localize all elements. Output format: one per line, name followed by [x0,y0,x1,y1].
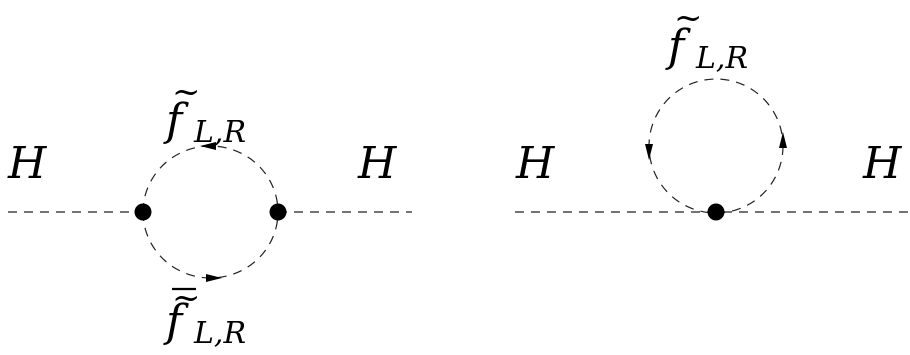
loop-label-subscript: L,R [695,41,748,76]
upper-label-tilde: ~ [172,72,201,112]
left-higgs-label: H [7,138,48,189]
upper-sfermion-label: ~ f L,R [163,72,246,150]
lower-label-tilde: ~ [172,278,201,318]
loop-sfermion-label: ~ f L,R [665,0,748,76]
lower-label-subscript: L,R [193,316,246,351]
upper-label-subscript: L,R [193,115,246,150]
diagram-tadpole-loop: H H ~ f L,R [515,0,910,221]
tadpole-loop [648,78,784,214]
diagram-two-vertex-loop: H H ~ f L,R ~ f L,R [7,72,412,351]
upper-arc-arrow-icon [200,142,216,150]
left-higgs-label: H [515,138,556,189]
right-higgs-label: H [862,138,903,189]
loop-label-tilde: ~ [674,0,703,38]
vertex-right [269,203,287,221]
lower-antisfermion-label: ~ f L,R [163,278,246,351]
tadpole-left-arrow-icon [645,144,653,160]
lower-arc-arrow-icon [206,274,222,282]
tadpole-right-arrow-icon [779,132,787,148]
loop-upper-arc [142,145,279,213]
vertex-left [134,203,152,221]
right-higgs-label: H [357,138,398,189]
loop-lower-arc [142,211,279,279]
vertex-tadpole [707,203,725,221]
